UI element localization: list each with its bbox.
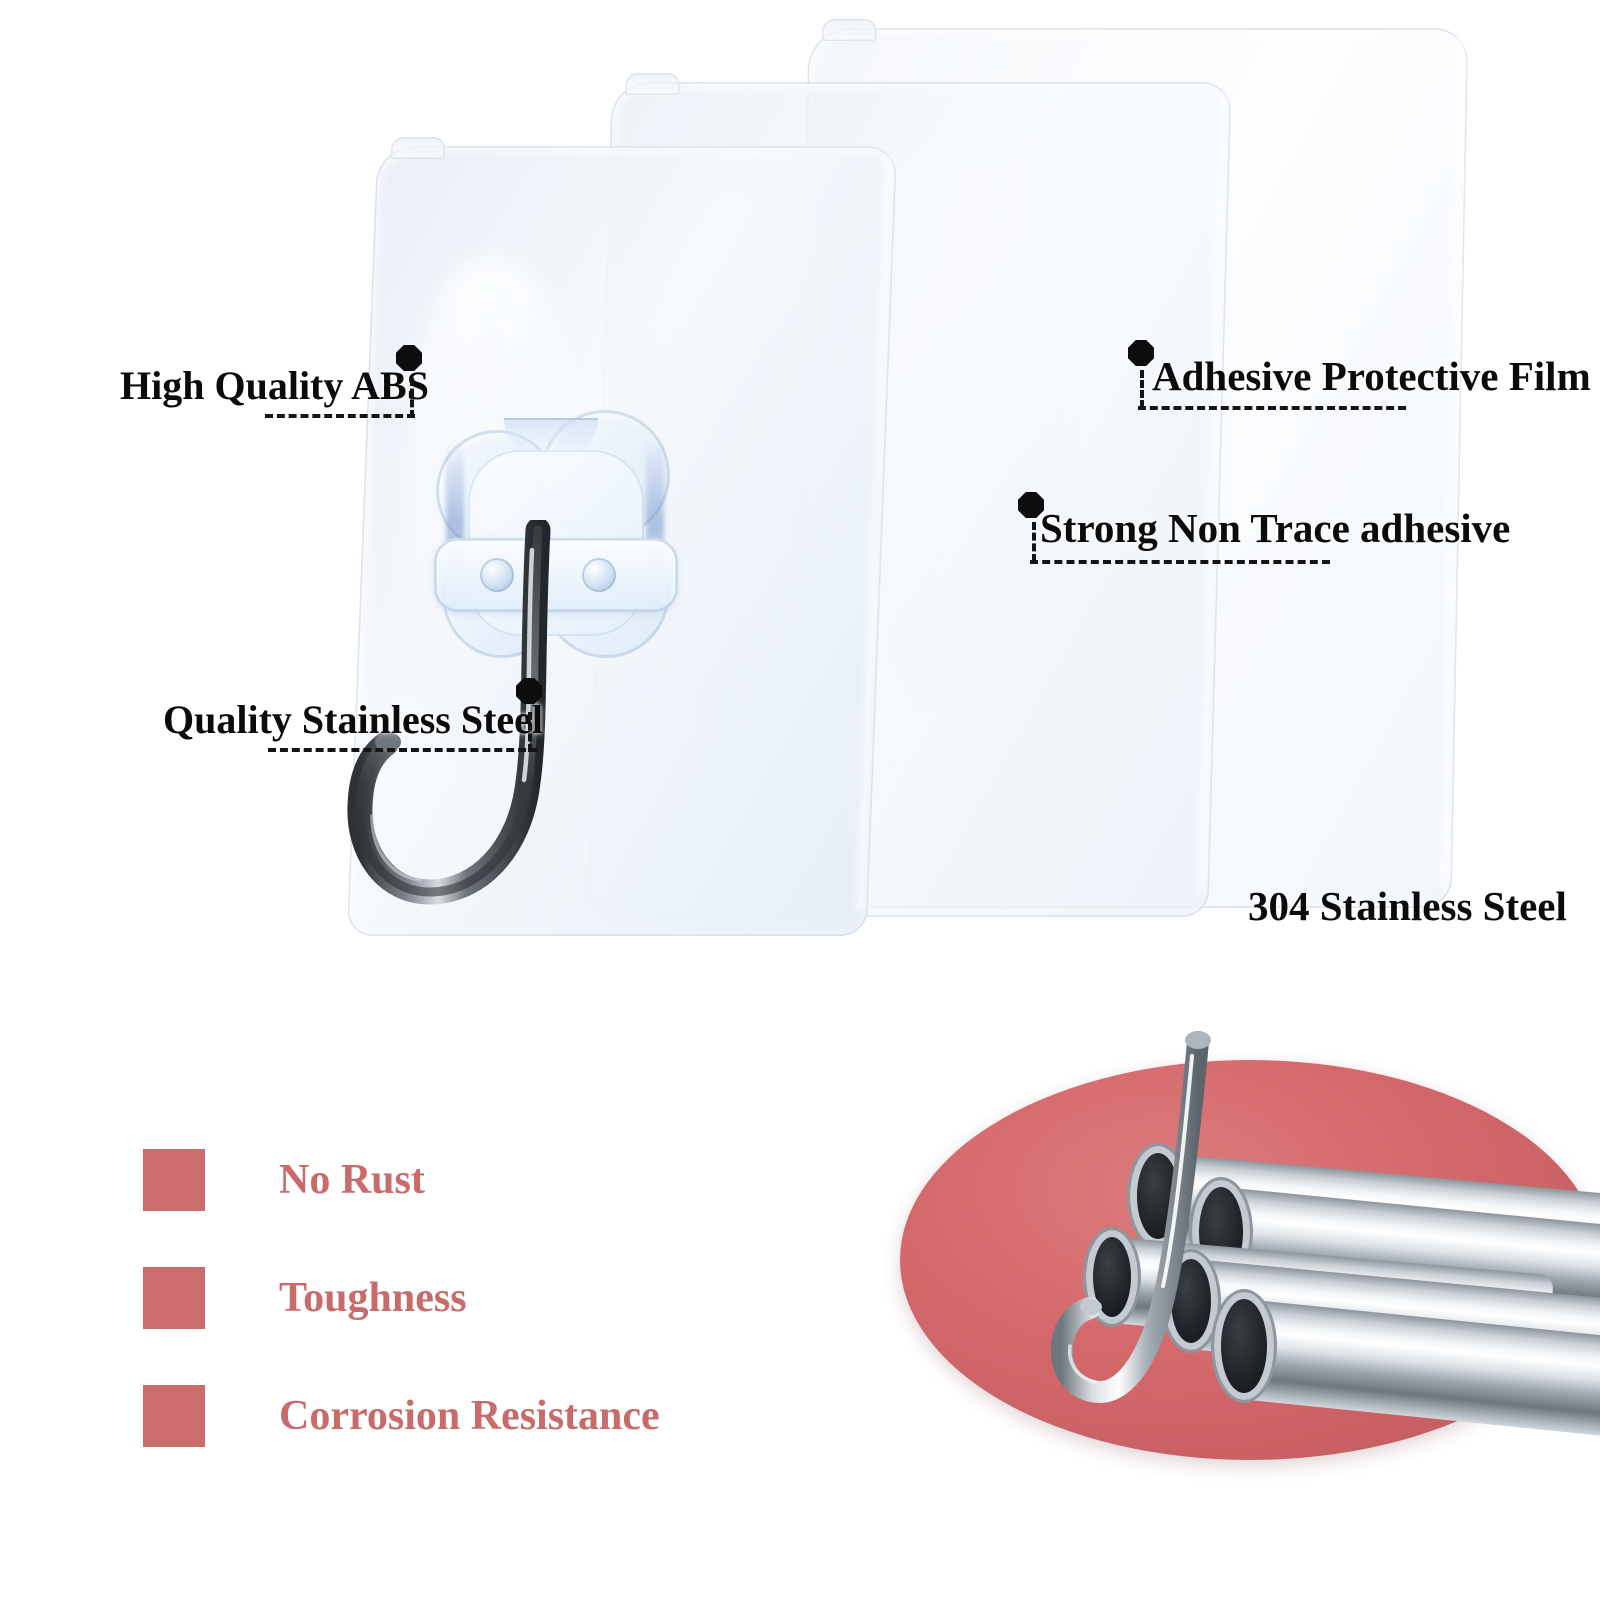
feature-label: Toughness [279, 1275, 467, 1321]
mount-rivet [480, 558, 514, 592]
callout-stem [410, 378, 414, 418]
feature-list: No Rust Toughness Corrosion Resistance [143, 1148, 660, 1502]
callout-dot-marker [1128, 340, 1154, 366]
feature-swatch [143, 1149, 205, 1211]
callout-dot-marker [396, 345, 422, 371]
callout-stem [1140, 370, 1144, 408]
callout-underline [268, 748, 538, 752]
feature-swatch [143, 1385, 205, 1447]
feature-label: Corrosion Resistance [279, 1393, 660, 1439]
callout-stem [1032, 522, 1036, 562]
hook-mount-flower [432, 392, 682, 674]
steel-tube-cap [1214, 1292, 1274, 1400]
callout-underline [1030, 560, 1330, 564]
callout-dot-marker [516, 678, 542, 704]
callout-label: High Quality ABS [120, 363, 429, 408]
feature-label: No Rust [279, 1157, 425, 1203]
callout-underline [265, 414, 415, 418]
steel-tubes-scene [880, 1020, 1600, 1480]
pad-peel-tab [822, 19, 877, 41]
callout-stem [528, 712, 532, 752]
callout-label: Quality Stainless Steel [163, 697, 544, 742]
pad-peel-tab [625, 73, 680, 95]
callout-dot-marker [1018, 492, 1044, 518]
callout-underline [1138, 406, 1406, 410]
pad-peel-tab [390, 137, 446, 159]
feature-item: Toughness [143, 1266, 660, 1330]
chrome-hook [1050, 1031, 1211, 1404]
feature-item: No Rust [143, 1148, 660, 1212]
feature-swatch [143, 1267, 205, 1329]
callout-label: Adhesive Protective Film [1152, 353, 1591, 399]
material-badge-304-stainless-steel: 304 Stainless Steel [1248, 883, 1567, 929]
mount-rivet [582, 558, 616, 592]
feature-item: Corrosion Resistance [143, 1384, 660, 1448]
callout-label: Strong Non Trace adhesive [1040, 505, 1511, 551]
